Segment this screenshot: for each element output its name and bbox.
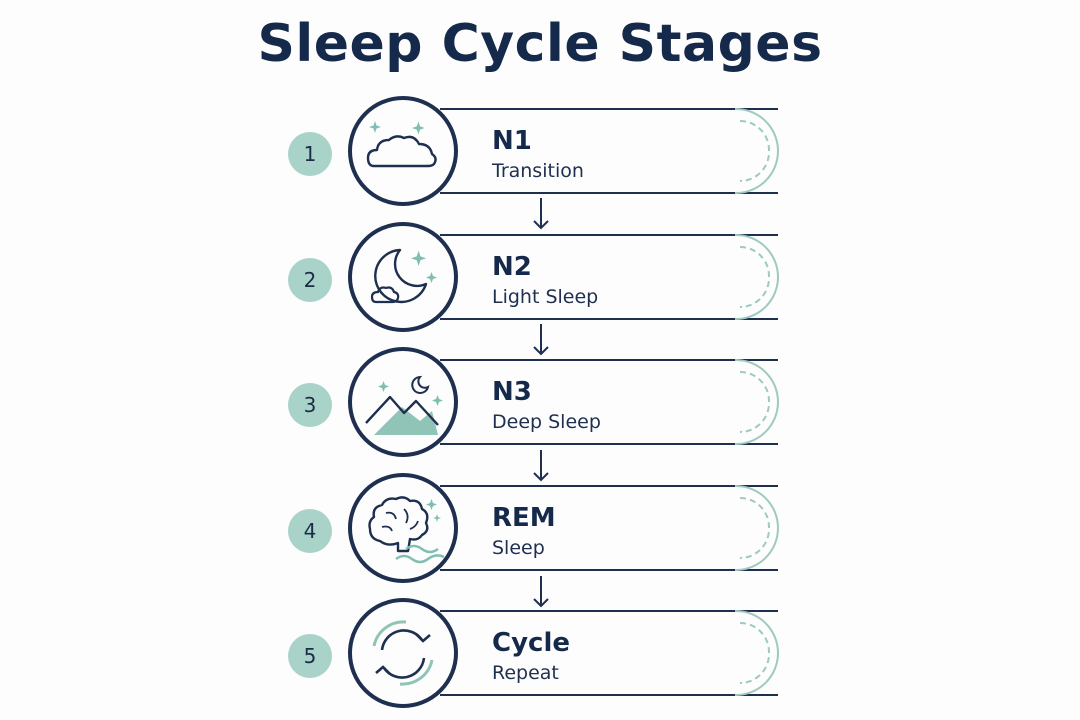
moon-icon — [370, 248, 437, 304]
stage-name: Cycle — [492, 628, 570, 658]
diagram-title: Sleep Cycle Stages — [257, 14, 823, 74]
stage-name: REM — [492, 503, 556, 533]
stage-icon-circle — [348, 473, 458, 583]
stage-n1: 1 N1 Transition — [0, 94, 1080, 214]
stage-name: N1 — [492, 126, 532, 156]
down-arrow-icon — [533, 576, 549, 608]
stage-name: N3 — [492, 377, 532, 407]
stage-description: Light Sleep — [492, 286, 599, 308]
step-number-badge: 2 — [288, 258, 332, 302]
step-number-badge: 5 — [288, 634, 332, 678]
stage-name: N2 — [492, 252, 532, 282]
stage-rem: 4 REM Sleep — [0, 471, 1080, 591]
stage-description: Sleep — [492, 537, 545, 559]
step-number-badge: 1 — [288, 132, 332, 176]
stage-description: Repeat — [492, 662, 559, 684]
stage-card — [440, 485, 778, 571]
down-arrow-icon — [533, 450, 549, 482]
step-number-badge: 3 — [288, 383, 332, 427]
step-number-badge: 4 — [288, 509, 332, 553]
down-arrow-icon — [533, 198, 549, 230]
stage-description: Deep Sleep — [492, 411, 601, 433]
stage-icon-circle — [348, 96, 458, 206]
repeat-icon — [372, 620, 434, 686]
cloud-icon — [366, 121, 437, 168]
stage-icon-circle — [348, 222, 458, 332]
brain-icon — [368, 496, 445, 564]
stage-icon-circle — [348, 347, 458, 457]
stage-card — [440, 610, 778, 696]
down-arrow-icon — [533, 324, 549, 356]
stage-card — [440, 234, 778, 320]
stage-icon-circle — [348, 598, 458, 708]
mountain-icon — [365, 375, 443, 435]
stage-card — [440, 359, 778, 445]
stage-card — [440, 108, 778, 194]
stage-n3: 3 N3 Deep Sleep — [0, 345, 1080, 465]
stage-description: Transition — [492, 160, 584, 182]
stage-cycle: 5 Cycle Repeat — [0, 596, 1080, 716]
stage-n2: 2 N2 Light Sleep — [0, 220, 1080, 340]
